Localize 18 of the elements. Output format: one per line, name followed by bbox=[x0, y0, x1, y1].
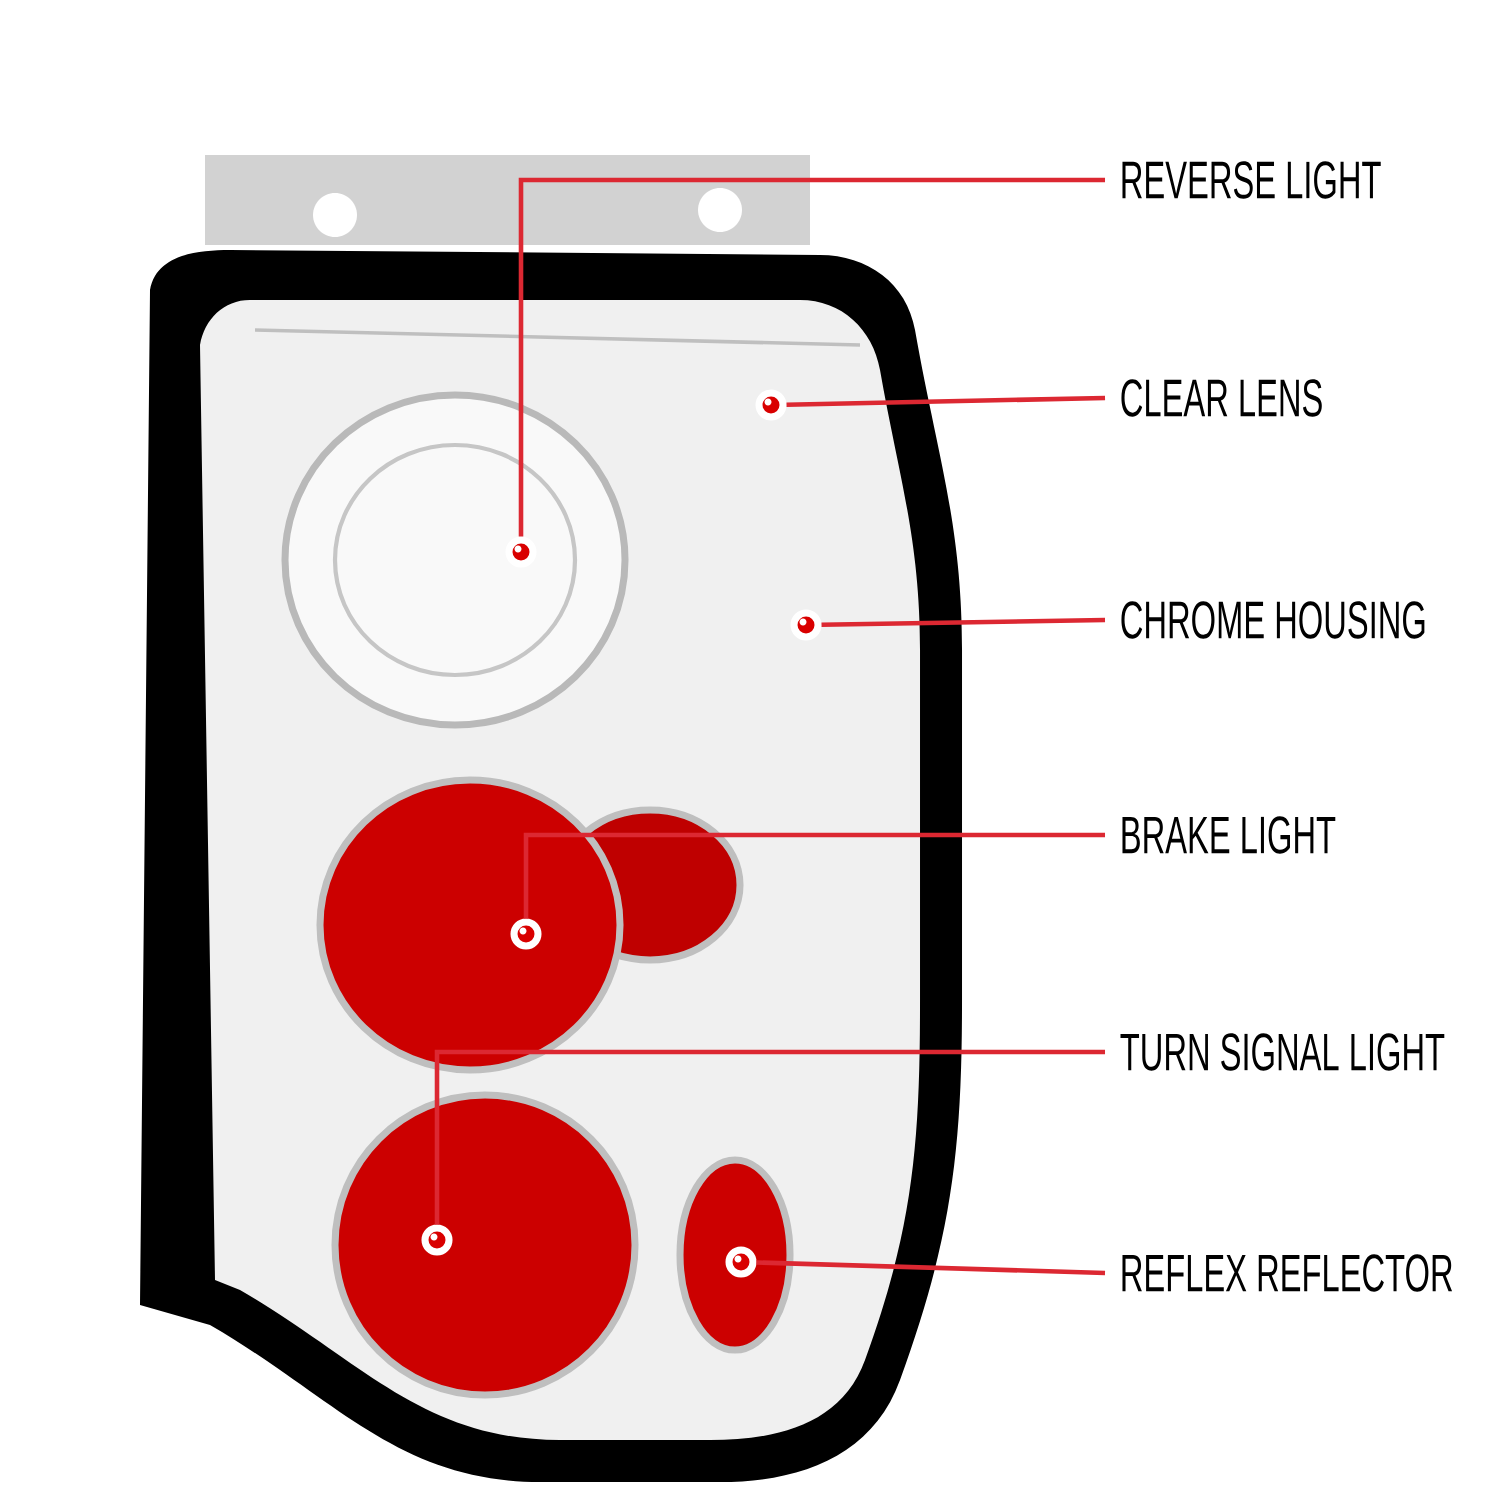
part-label: REVERSE LIGHT bbox=[1122, 161, 1381, 199]
leader-line bbox=[821, 617, 1106, 628]
leader-line bbox=[786, 395, 1106, 407]
marker-dot bbox=[505, 536, 537, 568]
leader-line bbox=[518, 177, 1105, 537]
marker-dot bbox=[510, 918, 542, 950]
marker-dot bbox=[421, 1224, 453, 1256]
part-label: CLEAR LENS bbox=[1121, 379, 1322, 417]
marker-dot bbox=[725, 1246, 757, 1278]
marker-dot bbox=[790, 609, 822, 641]
part-label: TURN SIGNAL LIGHT bbox=[1120, 1033, 1445, 1071]
part-label: REFLEX REFLECTOR bbox=[1122, 1254, 1453, 1292]
leader-line bbox=[434, 1049, 1105, 1225]
part-label: CHROME HOUSING bbox=[1121, 601, 1425, 639]
part-label: BRAKE LIGHT bbox=[1122, 816, 1336, 854]
leader-line bbox=[756, 1260, 1106, 1276]
leader-line bbox=[523, 832, 1105, 919]
marker-dot bbox=[755, 389, 787, 421]
